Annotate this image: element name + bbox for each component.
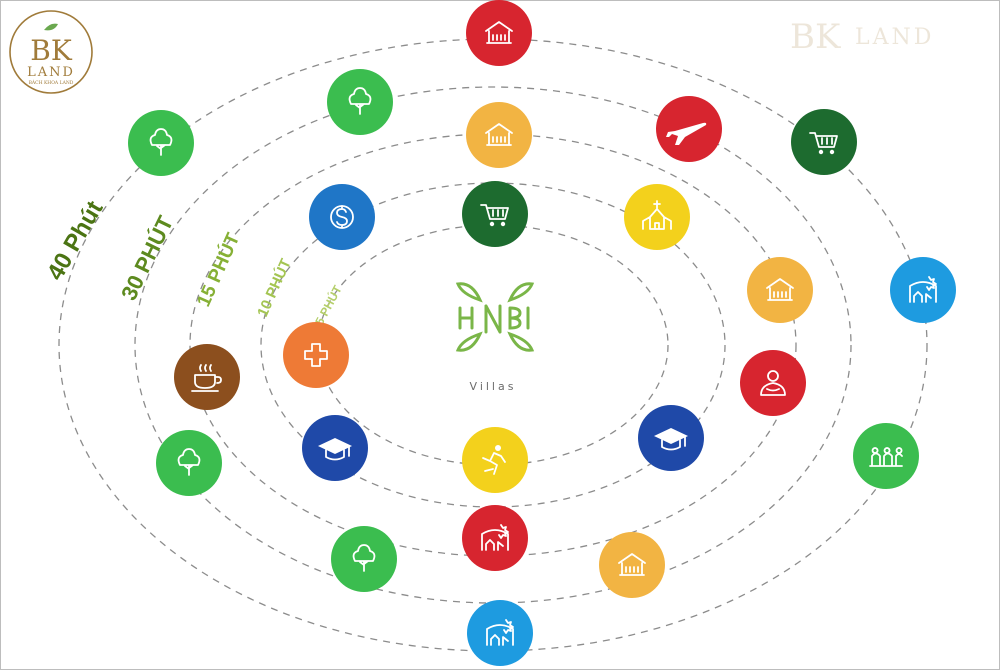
ring-label-30: 30 PHÚT [116, 211, 178, 304]
ring-label-15: 15 PHÚT [192, 229, 244, 310]
ring-label-40: 40 Phút [42, 196, 109, 285]
villas-label: Villas [470, 380, 517, 393]
logo-tagline: BÁCH KHOA LAND [29, 79, 74, 86]
coffee-icon [174, 344, 240, 410]
logo-word: LAND [27, 65, 75, 80]
ring-label-10: 10 PHÚT [253, 256, 295, 320]
school-icon [466, 102, 532, 168]
graduation-cap-icon [302, 415, 368, 481]
medical-icon [283, 322, 349, 388]
logo-ring [9, 10, 93, 94]
amenity-icons [128, 0, 956, 666]
school-icon [747, 257, 813, 323]
watermark-letters: BK [790, 17, 841, 57]
park-icon [467, 600, 533, 666]
ring-labels: 5 PHÚT 10 PHÚT 15 PHÚT 30 PHÚT 40 Phút [42, 196, 345, 327]
playground-icon [853, 423, 919, 489]
watermark-word: LAND [855, 25, 934, 50]
bk-land-watermark: BK LAND [790, 17, 934, 57]
dollar-icon [309, 184, 375, 250]
buddha-icon [740, 350, 806, 416]
tree-icon [327, 69, 393, 135]
tree-icon [331, 526, 397, 592]
cart-icon [791, 109, 857, 175]
school-icon [466, 0, 532, 66]
church-icon [624, 184, 690, 250]
tree-icon [128, 110, 194, 176]
logo-leaf-icon [44, 23, 58, 31]
ring-10-min [260, 182, 726, 508]
villas-logo: Villas [455, 282, 535, 393]
bk-land-logo: BK LAND BÁCH KHOA LAND [9, 10, 93, 94]
ring-label-5: 5 PHÚT [311, 282, 345, 327]
park-icon [890, 257, 956, 323]
school-icon [599, 532, 665, 598]
running-icon [462, 427, 528, 493]
tree-icon [156, 430, 222, 496]
airplane-icon [656, 96, 722, 162]
graduation-cap-icon [638, 405, 704, 471]
cart-icon [462, 181, 528, 247]
park-icon [462, 505, 528, 571]
logo-letters: BK [30, 34, 73, 67]
villas-emblem-icon [455, 282, 535, 352]
ring-5-min [317, 224, 669, 466]
